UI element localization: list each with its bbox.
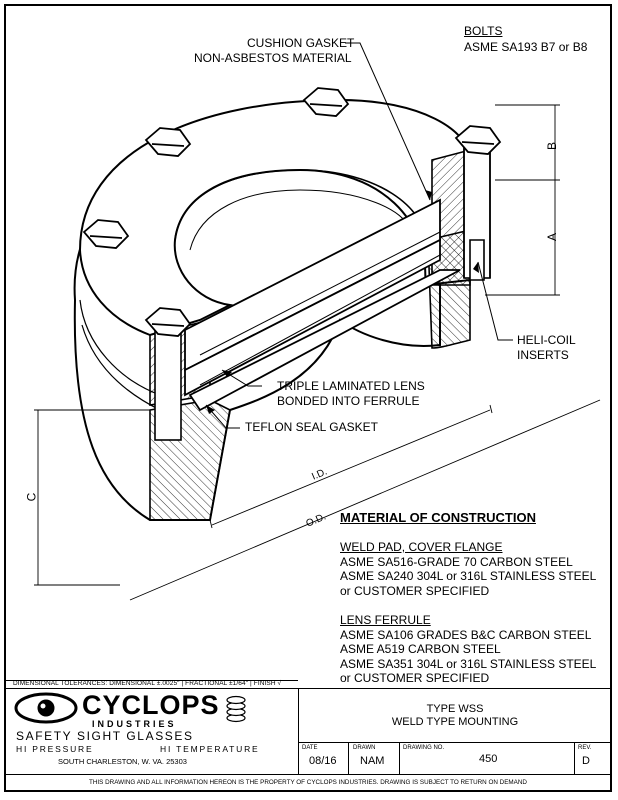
drawing-title-line-1: TYPE WSS	[426, 703, 484, 715]
dimension-a-label: A	[545, 232, 560, 242]
cushion-gasket-label: CUSHION GASKET	[247, 36, 355, 50]
logo-brand: CYCLOPS	[82, 690, 220, 720]
drawing-number-label: DRAWING NO.	[403, 745, 445, 751]
material-group-2-title: LENS FERRULE	[340, 613, 431, 627]
lens-bonded-label: BONDED INTO FERRULE	[277, 394, 420, 408]
material-line: or CUSTOMER SPECIFIED	[340, 671, 490, 685]
material-line: ASME SA106 GRADES B&C CARBON STEEL	[340, 627, 592, 642]
material-line: ASME SA516-GRADE 70 CARBON STEEL	[340, 554, 573, 569]
drawing-title: TYPE WSS WELD TYPE MOUNTING	[298, 703, 612, 729]
date-label: DATE	[302, 745, 318, 751]
bolt-head-1	[82, 219, 130, 249]
tolerances-note: DIMENSIONAL TOLERANCES: DIMENSIONAL ±.00…	[13, 680, 282, 687]
bolt-head-2	[144, 127, 192, 157]
material-line: ASME A519 CARBON STEEL	[340, 642, 501, 656]
bolt-head-3	[302, 87, 350, 117]
bolts-title: BOLTS	[464, 24, 503, 38]
material-group-1: WELD PAD, COVER FLANGE ASME SA516-GRADE …	[340, 540, 596, 598]
cyclops-logo-eye	[14, 692, 78, 724]
drawing-sheet-border	[4, 4, 612, 792]
bolt-heads	[82, 87, 502, 337]
lens-ferrule	[184, 198, 461, 412]
material-line: or CUSTOMER SPECIFIED	[340, 583, 490, 598]
lens-label: TRIPLE LAMINATED LENS	[277, 379, 425, 393]
material-group-1-title: WELD PAD, COVER FLANGE	[340, 540, 503, 554]
cushion-gasket-material-label: NON-ASBESTOS MATERIAL	[194, 51, 352, 65]
leader-lines	[205, 42, 513, 429]
revision-label: REV.	[578, 745, 592, 751]
logo-industries: INDUSTRIES	[92, 719, 177, 729]
material-heading: MATERIAL OF CONSTRUCTION	[340, 510, 536, 525]
date-value: 08/16	[309, 755, 337, 767]
material-line: ASME SA351 304L or 316L STAINLESS STEEL	[340, 656, 597, 671]
logo-temperature: HI TEMPERATURE	[160, 744, 260, 754]
logo-address: SOUTH CHARLESTON, W. VA. 25303	[58, 757, 187, 766]
bolt-head-5	[144, 307, 192, 337]
teflon-gasket-label: TEFLON SEAL GASKET	[245, 420, 378, 434]
bolts-spec: ASME SA193 B7 or B8	[464, 40, 588, 54]
logo-tagline: SAFETY SIGHT GLASSES	[16, 729, 194, 743]
drawing-title-line-2: WELD TYPE MOUNTING	[391, 716, 519, 728]
material-line: ASME SA240 304L or 316L STAINLESS STEEL	[340, 569, 597, 583]
dimension-lines	[34, 104, 601, 601]
drawing-number-value: 450	[479, 753, 498, 765]
sight-glass-stack-icon	[226, 695, 246, 723]
logo-pressure: HI PRESSURE	[16, 744, 94, 754]
heli-coil-inserts-label: INSERTS	[517, 348, 569, 362]
bolt-head-4	[454, 125, 502, 155]
heli-coil-label: HELI-COIL	[517, 333, 576, 347]
material-group-2: LENS FERRULE ASME SA106 GRADES B&C CARBO…	[340, 613, 596, 686]
property-notice: THIS DRAWING AND ALL INFORMATION HEREON …	[89, 779, 527, 786]
dimension-c-label: C	[24, 492, 39, 502]
drawn-label: DRAWN	[353, 745, 376, 751]
dimension-b-label: B	[545, 141, 560, 151]
drawn-value: NAM	[360, 755, 385, 767]
revision-value: D	[582, 755, 590, 767]
